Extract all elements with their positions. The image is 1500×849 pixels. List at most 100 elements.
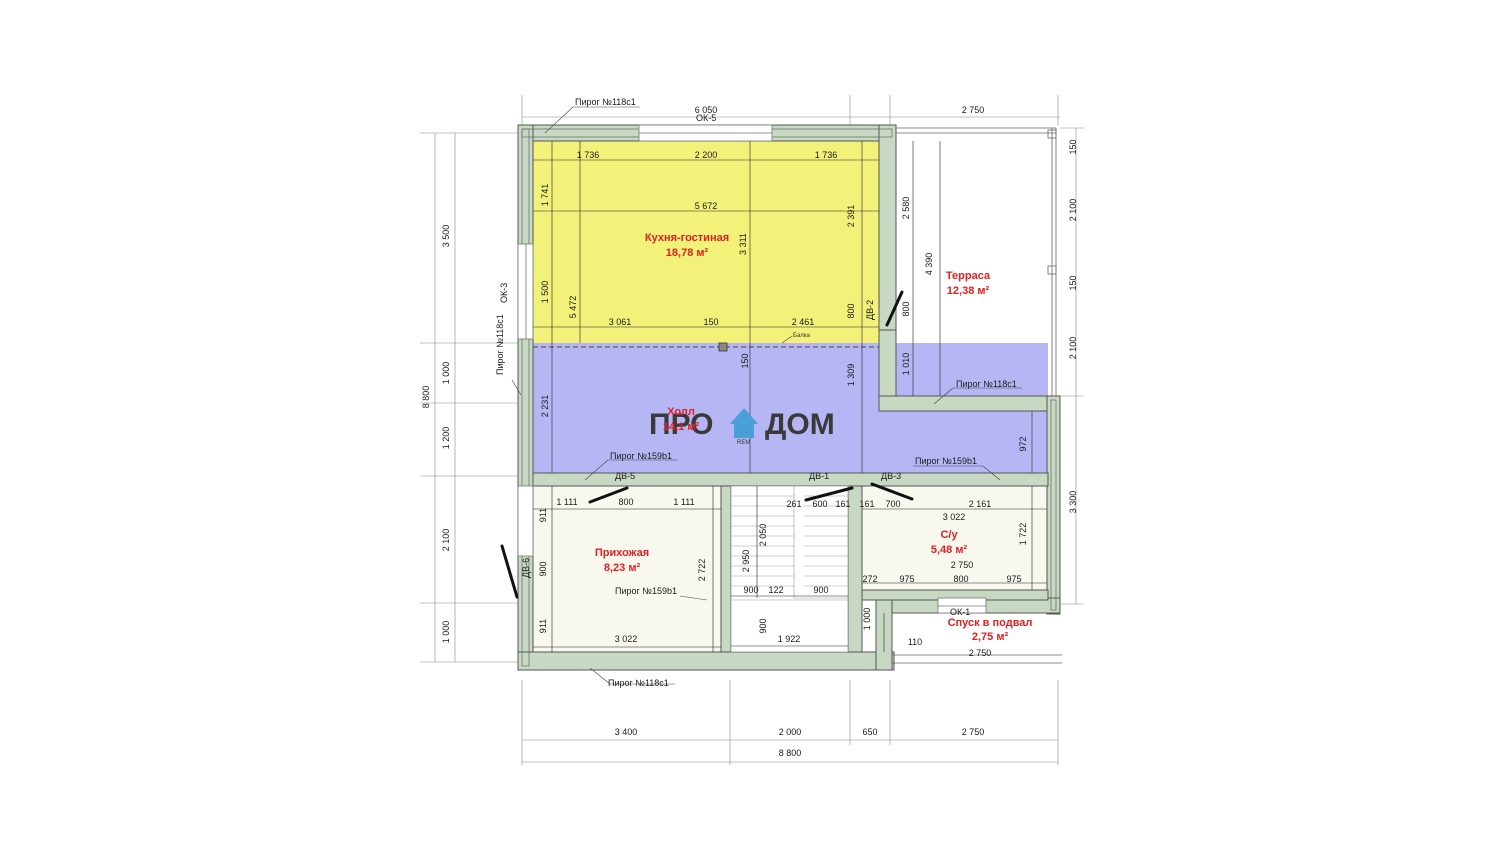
tag-ok3: ОК-3: [499, 283, 509, 303]
dim-p-110: 110: [908, 637, 922, 647]
entry-fill: [533, 486, 721, 652]
bath-fill: [862, 486, 1047, 590]
dim-e-911b: 911: [538, 619, 548, 633]
dim-k-1736a: 1 736: [577, 150, 600, 160]
dim-k-1741: 1 741: [540, 184, 550, 207]
dim-s-122: 122: [768, 585, 783, 595]
dim-b-1722: 1 722: [1018, 523, 1028, 546]
dim-e-800: 800: [618, 497, 633, 507]
dim-k-5472: 5 472: [568, 296, 578, 319]
dim-k-3061: 3 061: [609, 317, 632, 327]
dim-h-972: 972: [1018, 436, 1028, 451]
tag-ok5: ОК-5: [696, 113, 716, 123]
dim-s-900b: 900: [813, 585, 828, 595]
bath-area: 5,48 м²: [931, 544, 968, 556]
windows: [517, 124, 987, 614]
bath-name: С/у: [940, 529, 958, 541]
tag-pirog-bottom: Пирог №118с1: [608, 678, 669, 688]
hall-name: Холл: [667, 406, 695, 418]
house-icon: [730, 408, 758, 438]
tag-dv2: ДВ-2: [865, 300, 875, 320]
dim-b-800: 800: [953, 574, 968, 584]
logo-right: ДОМ: [765, 408, 835, 441]
dim-k-800: 800: [846, 303, 856, 318]
entry-area: 8,23 м²: [604, 562, 641, 574]
dim-b-2161: 2 161: [969, 499, 992, 509]
dim-top-2750: 2 750: [962, 105, 985, 115]
dim-h-1309: 1 309: [846, 364, 856, 387]
dim-r-2100a: 2 100: [1068, 199, 1078, 222]
dim-k-5672: 5 672: [695, 201, 718, 211]
dim-l-1000: 1 000: [441, 362, 451, 385]
dim-k-1736b: 1 736: [815, 150, 838, 160]
logo-left: ПРО: [649, 408, 714, 441]
dim-bot-2750: 2 750: [962, 727, 985, 737]
dim-l-2100: 2 100: [441, 529, 451, 552]
dim-bot-3400: 3 400: [615, 727, 638, 737]
tag-pirog-top: Пирог №118с1: [575, 97, 636, 107]
tag-pirog-terrace: Пирог №118с1: [956, 379, 1017, 389]
dim-s-2050: 2 050: [758, 524, 768, 547]
dim-t-2580: 2 580: [901, 197, 911, 220]
tag-pirog-159-right: Пирог №159b1: [915, 456, 977, 466]
basement-name: Спуск в подвал: [948, 617, 1033, 629]
dim-k-3311: 3 311: [738, 233, 748, 255]
dim-e-1111a: 1 111: [556, 497, 577, 507]
dim-r-150b: 150: [1068, 275, 1078, 290]
dim-b-700: 700: [885, 499, 900, 509]
kitchen-fill: [533, 141, 879, 343]
dim-bot-8800: 8 800: [779, 748, 802, 758]
dim-top-6050: 6 050: [695, 105, 718, 115]
entry-name: Прихожая: [595, 547, 649, 559]
dim-s-900a: 900: [743, 585, 758, 595]
dim-p-1000: 1 000: [862, 608, 872, 631]
logo-sub: REM: [737, 440, 750, 446]
dim-s-261: 261: [786, 499, 801, 509]
terrace-area: 12,38 м²: [947, 285, 990, 297]
dim-k-1500: 1 500: [540, 281, 550, 304]
tag-pirog-159-left: Пирог №159b1: [610, 451, 672, 461]
dim-s-1922: 1 922: [778, 634, 801, 644]
dim-b-975a: 975: [899, 574, 914, 584]
dim-t-4390: 4 390: [924, 253, 934, 276]
dim-e-3022: 3 022: [615, 634, 638, 644]
dim-e-900: 900: [538, 561, 548, 576]
dim-e-1111b: 1 111: [673, 497, 694, 507]
vertical-dimension-texts: 1 741 1 500 5 472 3 311 2 391 800 2 580 …: [421, 139, 1078, 643]
outer-dimension-lines: [420, 95, 1084, 765]
dim-k-2200: 2 200: [695, 150, 718, 160]
dim-r-2100b: 2 100: [1068, 337, 1078, 360]
dim-b-975b: 975: [1006, 574, 1021, 584]
tag-dv6: ДВ-6: [521, 558, 531, 578]
dim-t-1010: 1 010: [901, 353, 911, 376]
dim-s-900c: 900: [758, 618, 768, 633]
dim-s-161a: 161: [835, 499, 850, 509]
dimension-texts: 6 050 2 750 1 736 2 200 1 736 5 672 3 06…: [556, 105, 1021, 758]
terrace-name: Терраса: [946, 270, 991, 282]
basement-area: 2,75 м²: [972, 631, 1009, 643]
dim-l-1200: 1 200: [441, 427, 451, 450]
tag-dv3: ДВ-3: [881, 471, 901, 481]
dim-k-2391: 2 391: [846, 205, 856, 228]
dim-s-2950: 2 950: [741, 550, 751, 573]
tag-balka: Балка: [793, 333, 811, 339]
dim-e-911a: 911: [538, 508, 548, 522]
tag-pirog-left: Пирог №118с1: [495, 314, 505, 375]
dim-l-8800: 8 800: [421, 386, 431, 409]
dim-h-150: 150: [740, 353, 750, 368]
hall-area: 14,1 м²: [663, 421, 700, 433]
leader-lines: [511, 106, 1022, 685]
kitchen-name: Кухня-гостиная: [645, 232, 729, 244]
logo: ПРО REM ДОМ: [649, 408, 835, 446]
tag-dv1: ДВ-1: [809, 471, 829, 481]
dim-l-1000b: 1 000: [441, 621, 451, 644]
dim-e-2722: 2 722: [697, 559, 707, 582]
dim-bot-650: 650: [862, 727, 877, 737]
dim-t-800: 800: [901, 301, 911, 316]
dim-p-2750: 2 750: [969, 648, 992, 658]
tag-pirog-159-entry: Пирог №159b1: [615, 586, 677, 596]
dim-s-600: 600: [812, 499, 827, 509]
dim-b-161: 161: [859, 499, 874, 509]
dim-k-150: 150: [703, 317, 718, 327]
